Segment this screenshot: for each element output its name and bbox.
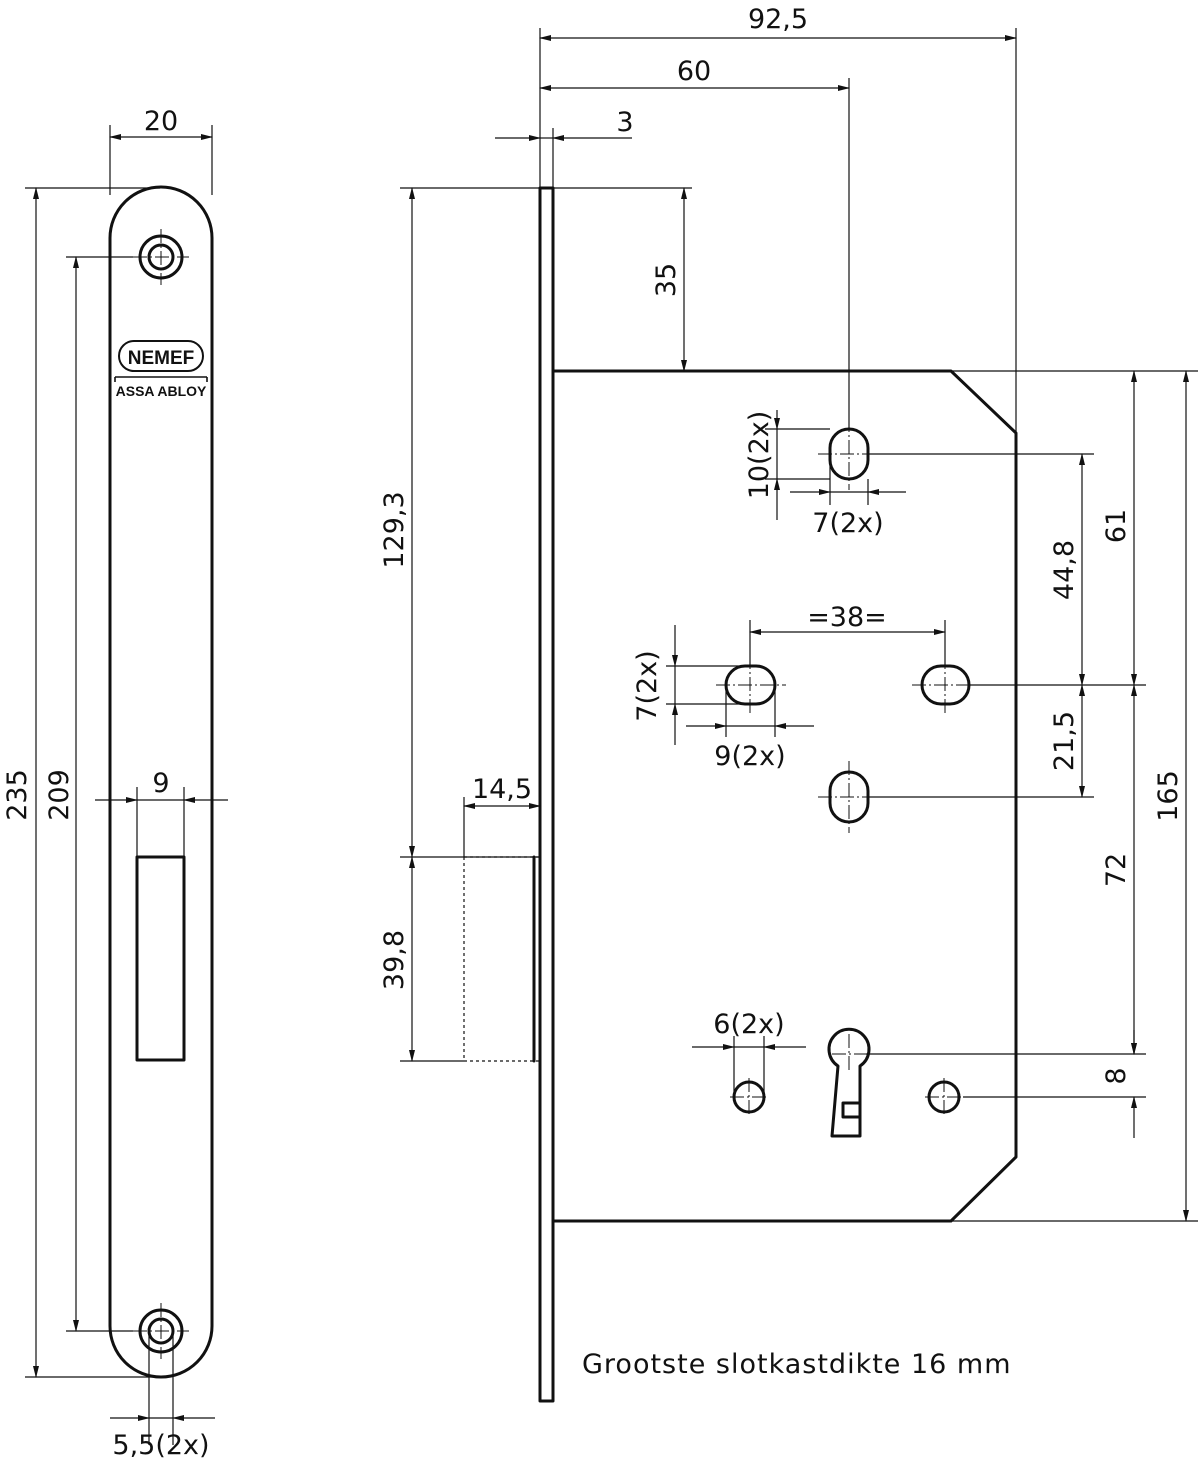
case-body	[551, 369, 1018, 1223]
brand-sub: ASSA ABLOY	[116, 383, 207, 399]
dim-bolt-opening-label: 9	[152, 768, 169, 799]
dim-key-offset-label: 8	[1101, 1067, 1132, 1084]
dim-72-label: 72	[1101, 853, 1132, 887]
bottom-screw-hole	[133, 1303, 189, 1359]
dim-overall-depth-label: 92,5	[748, 4, 808, 35]
dim-61-label: 61	[1101, 509, 1132, 543]
dim-top-slot-height-label: 10(2x)	[744, 411, 775, 500]
dim-screw-spacing-label: 209	[44, 769, 75, 821]
top-screw-hole	[133, 229, 189, 285]
dim-screw-hole-label: 5,5(2x)	[112, 1430, 209, 1459]
dim-width-label: 20	[144, 106, 178, 137]
dim-backset-label: 60	[677, 56, 711, 87]
brand-name: NEMEF	[128, 348, 195, 369]
front-plate	[538, 186, 555, 1403]
faceplate-outline	[108, 185, 214, 1379]
lower-hole-right	[925, 1078, 963, 1116]
case-thickness-note: Grootste slotkastdikte 16 mm	[582, 1349, 1012, 1380]
dim-mount-slot-width-label: 9(2x)	[714, 741, 785, 772]
dim-mount-slot-height-label: 7(2x)	[632, 650, 663, 721]
latch-bolt	[463, 855, 540, 1063]
dim-total-length-label: 235	[2, 769, 33, 821]
dim-44-8-label: 44,8	[1049, 540, 1080, 600]
bolt-opening	[135, 855, 186, 1062]
nemef-logo: NEMEF ASSA ABLOY	[114, 340, 208, 399]
dim-top-slot-width-label: 7(2x)	[812, 508, 883, 539]
lockcase-view: 92,5 60 3 35 129,3 39,8 14,5 10(2x) 7(2x…	[379, 4, 1198, 1403]
dim-lower-hole-label: 6(2x)	[713, 1009, 784, 1040]
dim-mount-spacing-label: =38=	[807, 602, 887, 633]
dim-top-to-latch-label: 129,3	[379, 491, 410, 568]
dim-21-5-label: 21,5	[1049, 711, 1080, 771]
dim-bolt-throw-label: 14,5	[472, 774, 532, 805]
dim-plate-thickness-label: 3	[616, 107, 633, 138]
dim-top-offset-label: 35	[651, 263, 682, 297]
lower-hole-left	[730, 1078, 768, 1116]
keyhole	[827, 1027, 871, 1138]
dim-case-height-label: 165	[1153, 770, 1184, 822]
dim-bolt-height-label: 39,8	[379, 930, 410, 990]
faceplate-view: NEMEF ASSA ABLOY 20 235 209	[2, 106, 228, 1459]
